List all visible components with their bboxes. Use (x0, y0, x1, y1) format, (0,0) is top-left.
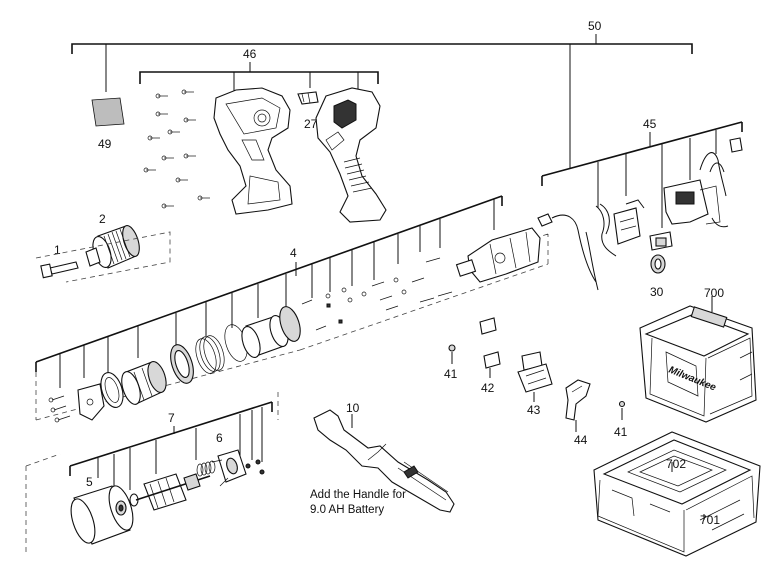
bracket-50 (71, 34, 693, 168)
part-41-nut-center (448, 344, 456, 364)
part-43-bracket (517, 351, 553, 402)
bracket-4 (35, 195, 503, 388)
label-50: 50 (588, 19, 602, 33)
part-2-chuck (85, 225, 140, 269)
note-line-2: 9.0 AH Battery (310, 504, 384, 516)
housing-screws (143, 89, 210, 209)
bracket-45 (541, 121, 743, 228)
part-1-chuck-screw (40, 261, 79, 279)
label-702: 702 (666, 457, 686, 471)
label-41-right: 41 (614, 425, 628, 439)
label-49: 49 (98, 137, 112, 151)
part-30-ring (650, 254, 666, 274)
label-701: 701 (700, 513, 720, 527)
electronics-parts (537, 137, 743, 291)
part-49-label-plate (91, 97, 125, 127)
label-46: 46 (243, 47, 257, 61)
part-44-belt-clip (565, 379, 591, 432)
label-4: 4 (290, 246, 297, 260)
part-27-clip (297, 91, 319, 105)
gearbox-parts (48, 227, 541, 423)
label-2: 2 (99, 212, 106, 226)
label-5: 5 (86, 475, 93, 489)
label-7: 7 (168, 411, 175, 425)
housing-half-right (315, 87, 387, 223)
label-27: 27 (304, 117, 318, 131)
case-700-closed: Milwaukee (639, 296, 757, 423)
label-44: 44 (574, 433, 588, 447)
motor-parts (70, 449, 265, 545)
label-41-center: 41 (444, 367, 458, 381)
part-42-clip (479, 317, 501, 378)
note-line-1: Add the Handle for (310, 489, 406, 501)
label-43: 43 (527, 403, 541, 417)
label-1: 1 (54, 243, 61, 257)
label-10: 10 (346, 401, 360, 415)
label-700: 700 (704, 286, 724, 300)
label-30: 30 (650, 285, 664, 299)
part-41-screw-right (618, 400, 626, 420)
housing-half-left (213, 87, 293, 215)
label-42: 42 (481, 381, 495, 395)
label-6: 6 (216, 431, 223, 445)
label-45: 45 (643, 117, 657, 131)
part-10-side-handle (313, 409, 455, 513)
case-701-open (593, 431, 761, 557)
